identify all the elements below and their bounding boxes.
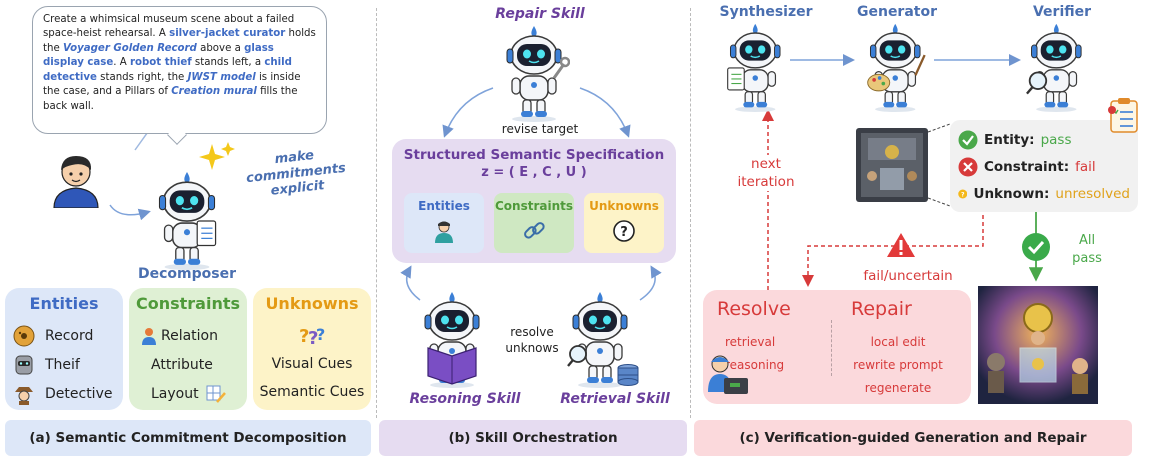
prompt-segment: child detective [43, 57, 292, 83]
constraint-attribute-row: Attribute [151, 356, 213, 373]
prompt-segment: stands right, the [96, 71, 188, 83]
warning-icon [887, 233, 915, 257]
retrieval-skill-label: Retrieval Skill [560, 391, 670, 407]
repair-worker-icon [708, 355, 748, 394]
prompt-segment: JWST model [187, 71, 256, 83]
decomposer-label: Decomposer [138, 266, 236, 282]
entities-title: Entities [29, 294, 99, 313]
prompt-segment: silver-jacket curator [169, 28, 286, 40]
entity-detective-row: Detective [13, 379, 112, 408]
x-circle-icon [958, 157, 978, 176]
prompt-text: Create a whimsical museum scene about a … [43, 14, 316, 112]
detective-icon [15, 386, 33, 405]
prompt-segment: fills the back wall. [43, 86, 298, 112]
repair-item-local-edit: local edit [870, 335, 926, 349]
generator-label: Generator [856, 4, 937, 20]
prompt-segment: stands left, a [191, 57, 265, 69]
reasoning-skill-robot-icon [424, 291, 480, 388]
verification-result-box: Entity: pass Constraint: fail ? Unknown:… [950, 120, 1138, 212]
constraint-result-row: Constraint: fail [958, 153, 1130, 180]
generator-robot-icon [867, 23, 926, 112]
constraints-box: Constraints Relation Attribute Layout [129, 288, 247, 410]
prompt-segment: robot thief [129, 57, 192, 69]
spec-unknowns-card: Unknowns ? [584, 193, 664, 253]
separator-a-b [376, 8, 377, 418]
resolve-repair-divider [831, 320, 832, 376]
link-icon [524, 222, 545, 239]
user-avatar-icon [53, 156, 99, 208]
synthesizer-label: Synthesizer [719, 4, 813, 20]
question-marks-icon: ? ? ? [299, 325, 325, 348]
layout-icon [206, 385, 226, 403]
footer-panel-a: (a) Semantic Commitment Decomposition [5, 420, 371, 456]
entity-record-row: Record [13, 321, 112, 350]
prompt-segment: . A [113, 57, 130, 69]
entities-box: Entities Record Theif Detective [5, 288, 123, 410]
question-circle-icon: ? [613, 220, 635, 242]
relation-person-icon [142, 327, 156, 345]
all-pass-check-icon [1022, 233, 1050, 261]
final-image-thumbnail [978, 286, 1098, 404]
repair-item-regenerate: regenerate [864, 381, 932, 395]
resolve-item-retrieval: retrieval [725, 335, 776, 349]
decomposer-robot-icon [158, 171, 217, 270]
repair-skill-robot-icon [506, 25, 570, 122]
resolve-title: Resolve [717, 298, 791, 320]
spec-entity-person-icon [435, 221, 453, 243]
repair-item-rewrite-prompt: rewrite prompt [853, 358, 943, 372]
resolve-unknowns-label: resolve unknows [505, 325, 559, 355]
prompt-segment: above a [196, 42, 245, 54]
unknown-result-row: ? Unknown: unresolved [958, 180, 1130, 207]
svg-text:?: ? [316, 325, 325, 344]
entity-thief-row: Theif [13, 350, 112, 379]
retrieval-skill-robot-icon [567, 291, 639, 388]
verifier-robot-icon [1026, 23, 1082, 112]
verifier-label: Verifier [1032, 4, 1092, 20]
reasoning-skill-label: Resoning Skill [409, 391, 521, 407]
entity-result-row: Entity: pass [958, 126, 1130, 153]
spec-entities-card: Entities [404, 193, 484, 253]
repair-title: Repair [851, 298, 912, 320]
constraint-layout-row: Layout [141, 379, 227, 408]
prompt-segment: holds the [43, 28, 316, 54]
prompt-segment: is inside the case, and a Pillars of [43, 71, 301, 98]
spec-title: Structured Semantic Specification [403, 147, 665, 163]
synthesizer-robot-icon [727, 23, 781, 112]
prompt-segment: Creation mural [171, 86, 257, 98]
spec-constraints-card: Constraints [494, 193, 574, 253]
next-iteration-label: next iteration [716, 155, 816, 192]
semantic-spec-box: Structured Semantic Specification z = ( … [392, 139, 676, 263]
prompt-segment: glass display case [43, 42, 274, 69]
footer-panel-b: (b) Skill Orchestration [379, 420, 687, 456]
svg-text:?: ? [961, 191, 965, 198]
spec-formula: z = ( E , C , U ) [481, 165, 587, 180]
footer-panel-c: (c) Verification-guided Generation and R… [694, 420, 1132, 456]
svg-text:?: ? [299, 326, 309, 347]
prompt-segment: Voyager Golden Record [62, 42, 197, 54]
prompt-segment: Create a whimsical museum scene about a … [43, 14, 295, 40]
unknowns-title: Unknowns [265, 294, 359, 313]
svg-text:?: ? [308, 328, 318, 348]
unknowns-box: Unknowns ? ? ? Visual Cues Semantic Cues [253, 288, 371, 410]
clipboard-checklist-icon [1108, 98, 1138, 133]
unknown-semantic-cues: Semantic Cues [259, 384, 365, 400]
constraints-title: Constraints [135, 294, 241, 313]
resolve-item-reasoning: reasoning [725, 358, 785, 372]
constraint-relation-row: Relation [141, 321, 227, 350]
prompt-speech-bubble: Create a whimsical museum scene about a … [32, 6, 327, 134]
generated-image-thumbnail [856, 128, 928, 202]
sparkle-icon [199, 142, 235, 170]
revise-target-label: revise target [501, 122, 579, 136]
all-pass-label: All pass [1072, 233, 1102, 266]
unknown-visual-cues: Visual Cues [271, 356, 353, 372]
question-circle-filled-icon: ? [958, 188, 968, 199]
repair-skill-label: Repair Skill [495, 6, 585, 22]
fail-uncertain-label: fail/uncertain [848, 268, 968, 284]
check-circle-icon [958, 130, 978, 149]
record-icon [13, 325, 35, 346]
thief-icon [15, 355, 33, 374]
separator-b-c [690, 8, 691, 418]
svg-text:?: ? [620, 225, 628, 240]
